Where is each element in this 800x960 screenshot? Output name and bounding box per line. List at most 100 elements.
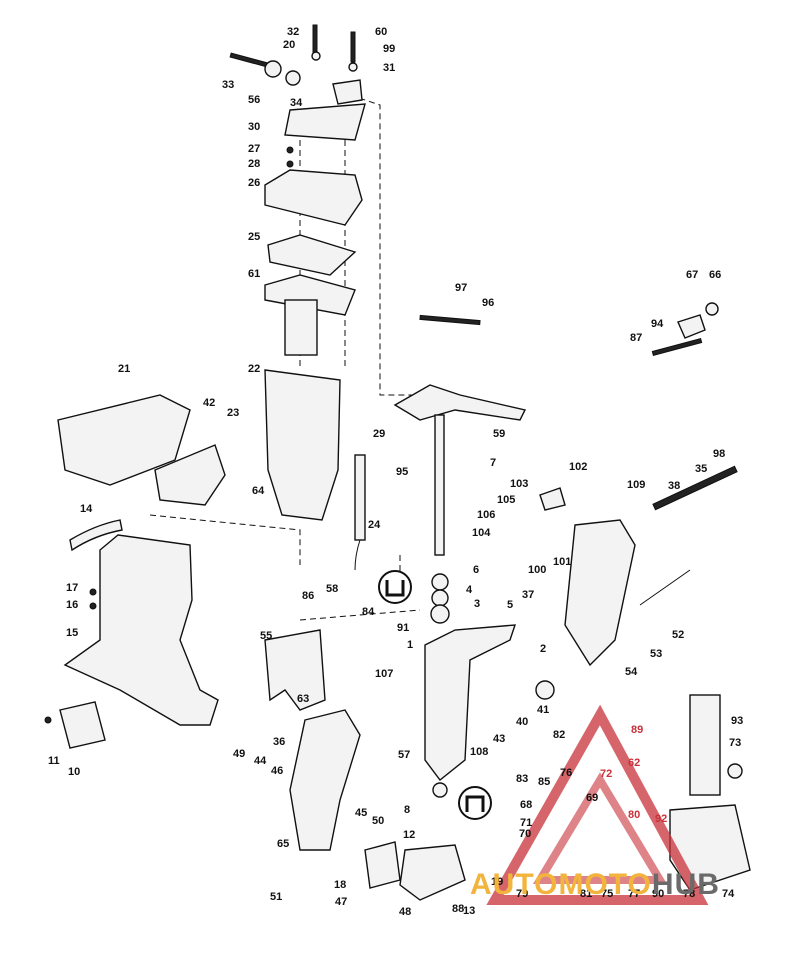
callout-98: 98 [713, 448, 725, 460]
callout-56: 56 [248, 94, 260, 106]
callout-51: 51 [270, 891, 282, 903]
callout-31: 31 [383, 62, 395, 74]
callout-36: 36 [273, 736, 285, 748]
callout-73: 73 [729, 737, 741, 749]
callout-55: 55 [260, 630, 272, 642]
callout-87: 87 [630, 332, 642, 344]
callout-6: 6 [473, 564, 479, 576]
callout-1: 1 [407, 639, 413, 651]
callout-42: 42 [203, 397, 215, 409]
callout-62: 62 [628, 757, 640, 769]
callout-28: 28 [248, 158, 260, 170]
callout-26: 26 [248, 177, 260, 189]
callout-54: 54 [625, 666, 638, 678]
callout-80: 80 [628, 809, 640, 821]
callout-82: 82 [553, 729, 565, 741]
callout-41: 41 [537, 704, 549, 716]
callout-89: 89 [631, 724, 643, 736]
callout-33: 33 [222, 79, 234, 91]
exhaust-parts [264, 234, 366, 571]
callout-84: 84 [362, 606, 375, 618]
callout-52: 52 [672, 629, 684, 641]
callout-27: 27 [248, 143, 260, 155]
callout-19: 19 [491, 876, 503, 888]
callout-21: 21 [118, 363, 130, 375]
callout-106: 106 [477, 509, 495, 521]
callout-25: 25 [248, 231, 260, 243]
callout-13: 13 [463, 905, 475, 917]
callout-7: 7 [490, 457, 496, 469]
callout-22: 22 [248, 363, 260, 375]
callout-57: 57 [398, 749, 410, 761]
callout-45: 45 [355, 807, 367, 819]
callout-77: 77 [628, 888, 640, 900]
driveshaft-housing [44, 534, 219, 749]
callout-67: 67 [686, 269, 698, 281]
callout-76: 76 [560, 767, 572, 779]
callout-81: 81 [580, 888, 592, 900]
callout-70: 70 [519, 828, 531, 840]
callout-17: 17 [66, 582, 78, 594]
callout-69: 69 [586, 792, 598, 804]
callout-53: 53 [650, 648, 662, 660]
callout-11: 11 [48, 755, 60, 767]
steering-parts [393, 384, 555, 798]
callout-60: 60 [375, 26, 387, 38]
callout-46: 46 [271, 765, 283, 777]
callout-93: 93 [731, 715, 743, 727]
callout-20: 20 [283, 39, 295, 51]
callout-49: 49 [233, 748, 245, 760]
callout-78: 78 [683, 888, 695, 900]
callout-35: 35 [695, 463, 707, 475]
callout-68: 68 [520, 799, 532, 811]
callout-34: 34 [290, 97, 303, 109]
callout-37: 37 [522, 589, 534, 601]
callout-75: 75 [601, 888, 613, 900]
callout-14: 14 [80, 503, 93, 515]
callout-44: 44 [254, 755, 267, 767]
callout-18: 18 [334, 879, 346, 891]
callout-100: 100 [528, 564, 546, 576]
callout-90: 90 [652, 888, 664, 900]
callout-59: 59 [493, 428, 505, 440]
callout-23: 23 [227, 407, 239, 419]
callout-61: 61 [248, 268, 260, 280]
callout-101: 101 [553, 556, 571, 568]
callout-109: 109 [627, 479, 645, 491]
callout-99: 99 [383, 43, 395, 55]
callout-88: 88 [452, 903, 464, 915]
callout-16: 16 [66, 599, 78, 611]
callout-5: 5 [507, 599, 513, 611]
callout-83: 83 [516, 773, 528, 785]
stern-bracket-parts [289, 465, 738, 901]
callout-24: 24 [368, 519, 381, 531]
callout-91: 91 [397, 622, 409, 634]
callout-63: 63 [297, 693, 309, 705]
watermark-part2: HUB [651, 868, 720, 901]
callout-107: 107 [375, 668, 393, 680]
callout-58: 58 [326, 583, 338, 595]
callout-108: 108 [470, 746, 488, 758]
callout-48: 48 [399, 906, 411, 918]
callout-94: 94 [651, 318, 664, 330]
callout-8: 8 [404, 804, 410, 816]
callout-3: 3 [474, 598, 480, 610]
watermark-part1: AUTOMOTO [470, 868, 652, 901]
circled-symbols [378, 570, 492, 820]
callout-74: 74 [722, 888, 735, 900]
callout-2: 2 [540, 643, 546, 655]
lower-cowl-parts [57, 394, 226, 552]
callout-30: 30 [248, 121, 260, 133]
callout-66: 66 [709, 269, 721, 281]
callout-86: 86 [302, 590, 314, 602]
callout-102: 102 [569, 461, 587, 473]
watermark-logo [486, 704, 709, 905]
callout-103: 103 [510, 478, 528, 490]
callout-95: 95 [396, 466, 408, 478]
callout-50: 50 [372, 815, 384, 827]
callout-71: 71 [520, 817, 532, 829]
callout-72: 72 [600, 768, 612, 780]
callout-12: 12 [403, 829, 415, 841]
callout-47: 47 [335, 896, 347, 908]
